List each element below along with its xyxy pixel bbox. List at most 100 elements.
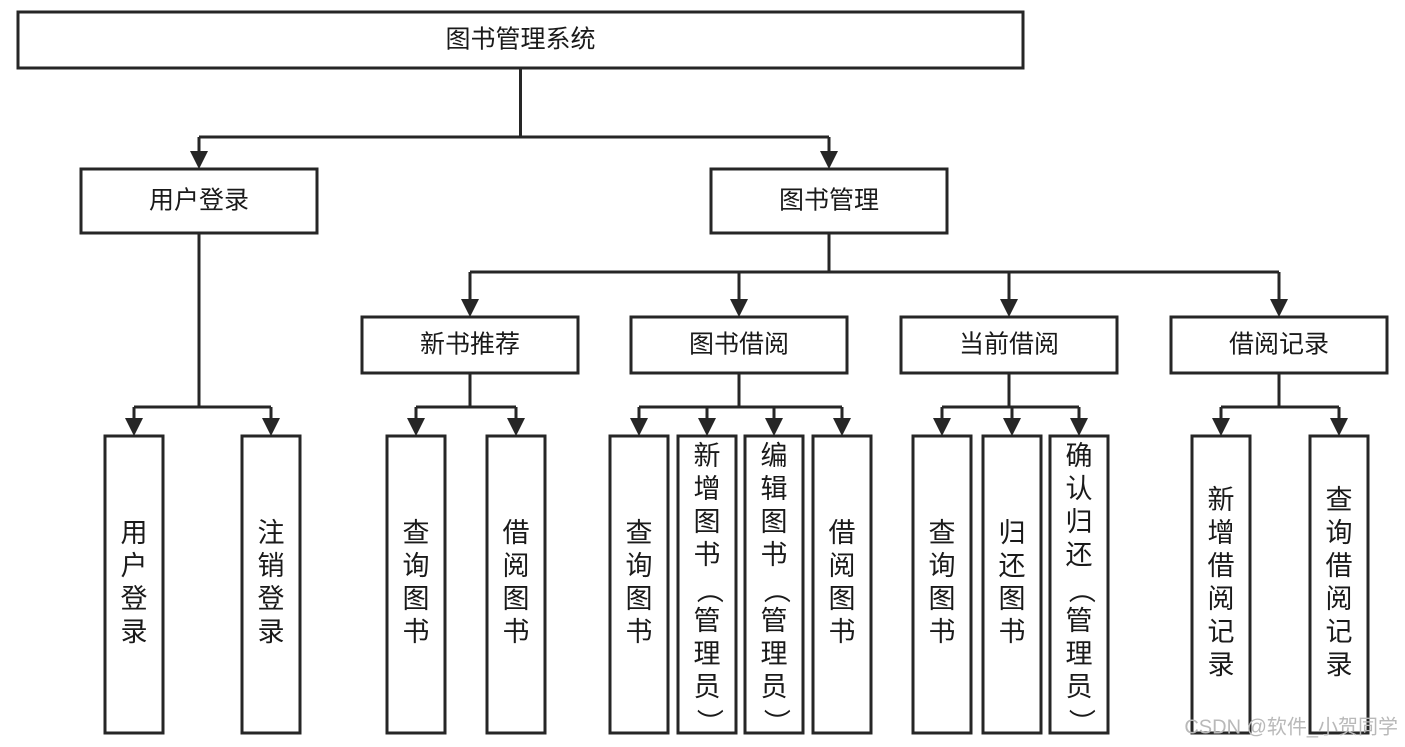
- arrowhead-icon: [765, 418, 783, 436]
- node-box[interactable]: [676, 434, 738, 735]
- arrowhead-icon: [933, 418, 951, 436]
- connector-group-l3-0: [407, 373, 525, 436]
- node-label-char: 书: [694, 540, 721, 570]
- node-label-char: 借: [829, 518, 856, 548]
- arrowhead-icon: [698, 418, 716, 436]
- node-l3-1[interactable]: 图书借阅: [629, 315, 849, 375]
- node-label-char: 录: [121, 617, 148, 647]
- arrowhead-icon: [833, 418, 851, 436]
- connector-group-l2-1: [461, 233, 1288, 317]
- node-label-char: 员: [761, 672, 788, 702]
- node-label-char: 归: [1066, 507, 1093, 537]
- node-label-char: 询: [626, 551, 653, 581]
- node-label-char: 书: [929, 617, 956, 647]
- node-l3-2[interactable]: 当前借阅: [899, 315, 1119, 375]
- node-label-char: 管: [694, 606, 721, 636]
- node-label-char: 图: [403, 584, 430, 614]
- node-box[interactable]: [16, 10, 1025, 70]
- node-label-char: 借: [503, 518, 530, 548]
- node-box[interactable]: [1308, 434, 1370, 735]
- node-label-char: 理: [694, 639, 721, 669]
- node-label-char: 增: [694, 474, 721, 504]
- node-box[interactable]: [79, 167, 319, 235]
- node-label-char: 阅: [1326, 584, 1353, 614]
- node-leaf-0[interactable]: 用户登录: [103, 434, 165, 735]
- arrowhead-icon: [125, 418, 143, 436]
- node-box[interactable]: [629, 315, 849, 375]
- node-box[interactable]: [485, 434, 547, 735]
- node-label-char: 记: [1208, 617, 1235, 647]
- node-label-char: 阅: [829, 551, 856, 581]
- arrowhead-icon: [262, 418, 280, 436]
- arrowhead-icon: [630, 418, 648, 436]
- node-l2-1[interactable]: 图书管理: [709, 167, 949, 235]
- connector-layer: [125, 68, 1348, 436]
- node-box[interactable]: [360, 315, 580, 375]
- node-box[interactable]: [911, 434, 973, 735]
- node-label-char: 图: [829, 584, 856, 614]
- node-label-char: 录: [1326, 650, 1353, 680]
- node-l3-3[interactable]: 借阅记录: [1169, 315, 1389, 375]
- node-label-char: 记: [1326, 617, 1353, 647]
- node-l3-0[interactable]: 新书推荐: [360, 315, 580, 375]
- arrowhead-icon: [1000, 299, 1018, 317]
- arrowhead-icon: [1003, 418, 1021, 436]
- node-box[interactable]: [240, 434, 302, 735]
- node-label-char: 书: [999, 617, 1026, 647]
- node-box[interactable]: [1169, 315, 1389, 375]
- node-label-char: 图: [761, 507, 788, 537]
- node-label-char: 管: [761, 606, 788, 636]
- node-label-char: 归: [999, 518, 1026, 548]
- node-label-char: 书: [403, 617, 430, 647]
- node-label-char: ）: [761, 709, 791, 736]
- arrowhead-icon: [407, 418, 425, 436]
- node-label-char: 图: [626, 584, 653, 614]
- node-l2-0[interactable]: 用户登录: [79, 167, 319, 235]
- node-box[interactable]: [385, 434, 447, 735]
- node-label-char: 查: [929, 518, 956, 548]
- node-label-char: 增: [1208, 518, 1235, 548]
- node-label-char: 登: [121, 584, 148, 614]
- node-label-char: 询: [929, 551, 956, 581]
- node-label-char: 还: [999, 551, 1026, 581]
- node-box[interactable]: [743, 434, 805, 735]
- node-label: 用户登录: [149, 187, 249, 215]
- node-label-char: 户: [121, 551, 148, 581]
- node-box[interactable]: [811, 434, 873, 735]
- node-label-char: 员: [694, 672, 721, 702]
- node-box[interactable]: [709, 167, 949, 235]
- node-label-char: （: [761, 577, 791, 604]
- connector-group-l3-2: [933, 373, 1088, 436]
- node-box[interactable]: [981, 434, 1043, 735]
- node-label-char: 询: [403, 551, 430, 581]
- node-box[interactable]: [1048, 434, 1110, 735]
- node-box[interactable]: [608, 434, 670, 735]
- node-label-char: 管: [1066, 606, 1093, 636]
- node-box[interactable]: [899, 315, 1119, 375]
- node-box[interactable]: [1190, 434, 1252, 735]
- node-label-char: 书: [626, 617, 653, 647]
- node-label-char: 借: [1208, 551, 1235, 581]
- node-label-char: 录: [258, 617, 285, 647]
- node-label-char: ）: [1066, 709, 1096, 736]
- node-label: 借阅记录: [1229, 331, 1329, 359]
- watermark-label: CSDN @软件_小贺同学: [1184, 715, 1398, 738]
- node-label-char: 新: [1208, 485, 1235, 515]
- node-root[interactable]: 图书管理系统: [16, 10, 1025, 70]
- node-label-char: 书: [503, 617, 530, 647]
- node-box[interactable]: [103, 434, 165, 735]
- arrowhead-icon: [730, 299, 748, 317]
